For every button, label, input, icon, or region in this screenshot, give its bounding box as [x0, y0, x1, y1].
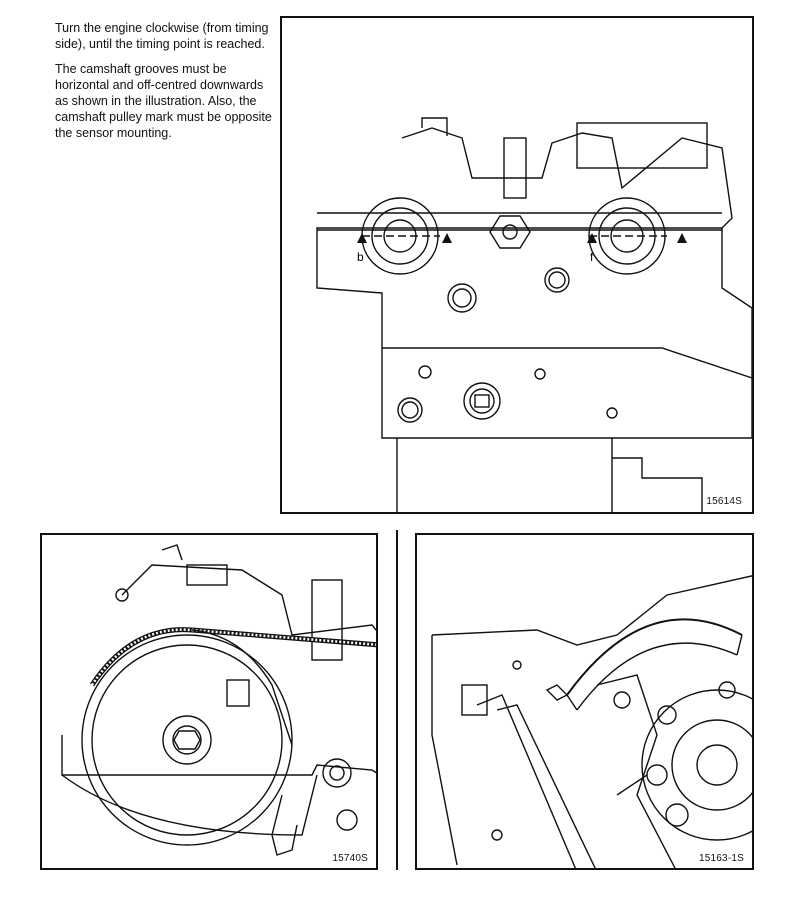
crankshaft-sensor-drawing [431, 575, 752, 868]
figure-code-bottom-right: 15163-1S [699, 853, 744, 864]
instructions-text: Turn the engine clockwise (from timing s… [55, 20, 275, 150]
figure-timing-belt: 15740S [40, 533, 378, 870]
instruction-paragraph-2: The camshaft grooves must be horizontal … [55, 62, 272, 140]
figure-crankshaft-sensor: 15163-1S [415, 533, 754, 870]
figure-divider [396, 530, 398, 870]
timing-belt-drawing [61, 544, 376, 856]
camshaft-housing-drawing: b f [316, 117, 752, 512]
camshaft-marker-right: f [590, 250, 594, 264]
instruction-paragraph-1: Turn the engine clockwise (from timing s… [55, 21, 269, 51]
figure-camshaft-housing: b f 15614S [280, 16, 754, 514]
figure-code-bottom-left: 15740S [332, 853, 368, 864]
figure-code-top: 15614S [706, 496, 742, 507]
camshaft-marker-left: b [357, 250, 364, 264]
